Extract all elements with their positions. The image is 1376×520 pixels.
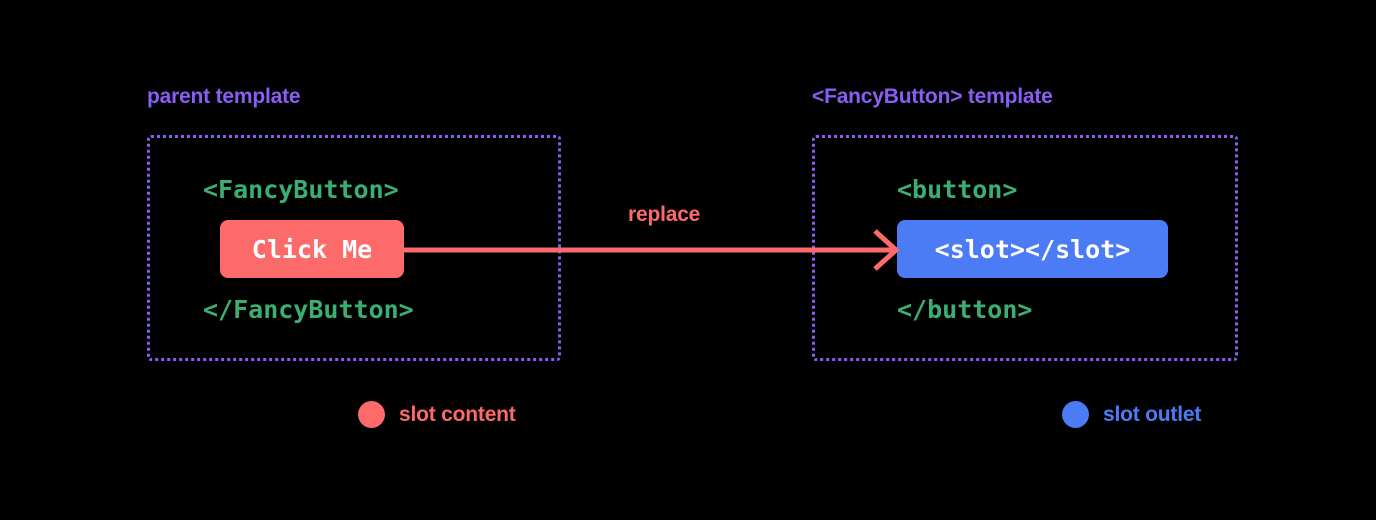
code-tag-button-close: </button>: [897, 295, 1033, 324]
code-tag-fancybutton-close: </FancyButton>: [203, 295, 414, 324]
slot-content-chip-click-me: Click Me: [220, 220, 404, 278]
legend-label-slot-outlet: slot outlet: [1103, 402, 1202, 426]
panel-title-fancybutton-template: <FancyButton> template: [812, 85, 1053, 108]
legend-label-slot-content: slot content: [399, 402, 516, 426]
legend-item-slot-outlet: slot outlet: [1062, 401, 1201, 428]
code-tag-fancybutton-open: <FancyButton>: [203, 175, 399, 204]
replace-arrow-icon: [400, 229, 900, 271]
code-tag-button-open: <button>: [897, 175, 1018, 204]
slot-outlet-chip-slot: <slot></slot>: [897, 220, 1168, 278]
legend-item-slot-content: slot content: [358, 401, 516, 428]
legend-dot-blue-icon: [1062, 401, 1089, 428]
arrow-label-replace: replace: [628, 203, 701, 226]
panel-title-parent-template: parent template: [147, 85, 301, 108]
legend-dot-coral-icon: [358, 401, 385, 428]
